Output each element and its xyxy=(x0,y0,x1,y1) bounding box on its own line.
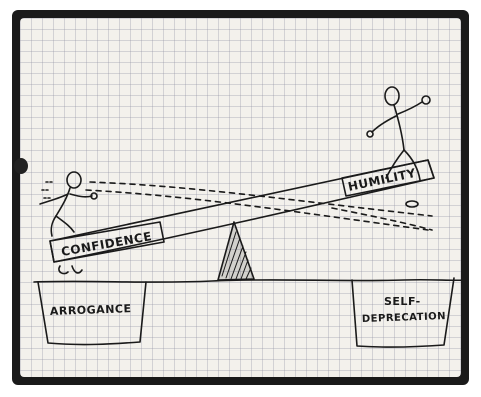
binder-hole xyxy=(14,158,28,174)
notebook-photo: CONFIDENCE HUMILITY ARROGANCE SELF- DEPR… xyxy=(12,10,469,385)
right-stick-figure xyxy=(366,86,431,208)
confidence-label-box xyxy=(49,221,165,263)
arrogance-box xyxy=(37,281,147,346)
self-label: SELF- xyxy=(384,295,421,308)
fulcrum-hatching xyxy=(221,231,252,280)
humility-label-box xyxy=(341,159,435,197)
confidence-label: CONFIDENCE xyxy=(60,229,153,259)
deprecation-label: DEPRECATION xyxy=(362,311,447,325)
fulcrum xyxy=(217,221,255,281)
left-stick-figure xyxy=(39,171,98,237)
motion-lines-lower xyxy=(331,207,433,231)
motion-lines-upper xyxy=(89,181,433,217)
self-deprecation-box xyxy=(351,277,455,348)
arrogance-label: ARROGANCE xyxy=(50,302,132,318)
scribble-56 xyxy=(58,265,83,275)
graph-paper xyxy=(20,18,461,377)
seesaw-sketch: CONFIDENCE HUMILITY ARROGANCE SELF- DEPR… xyxy=(33,86,468,348)
ground-line xyxy=(33,278,468,283)
